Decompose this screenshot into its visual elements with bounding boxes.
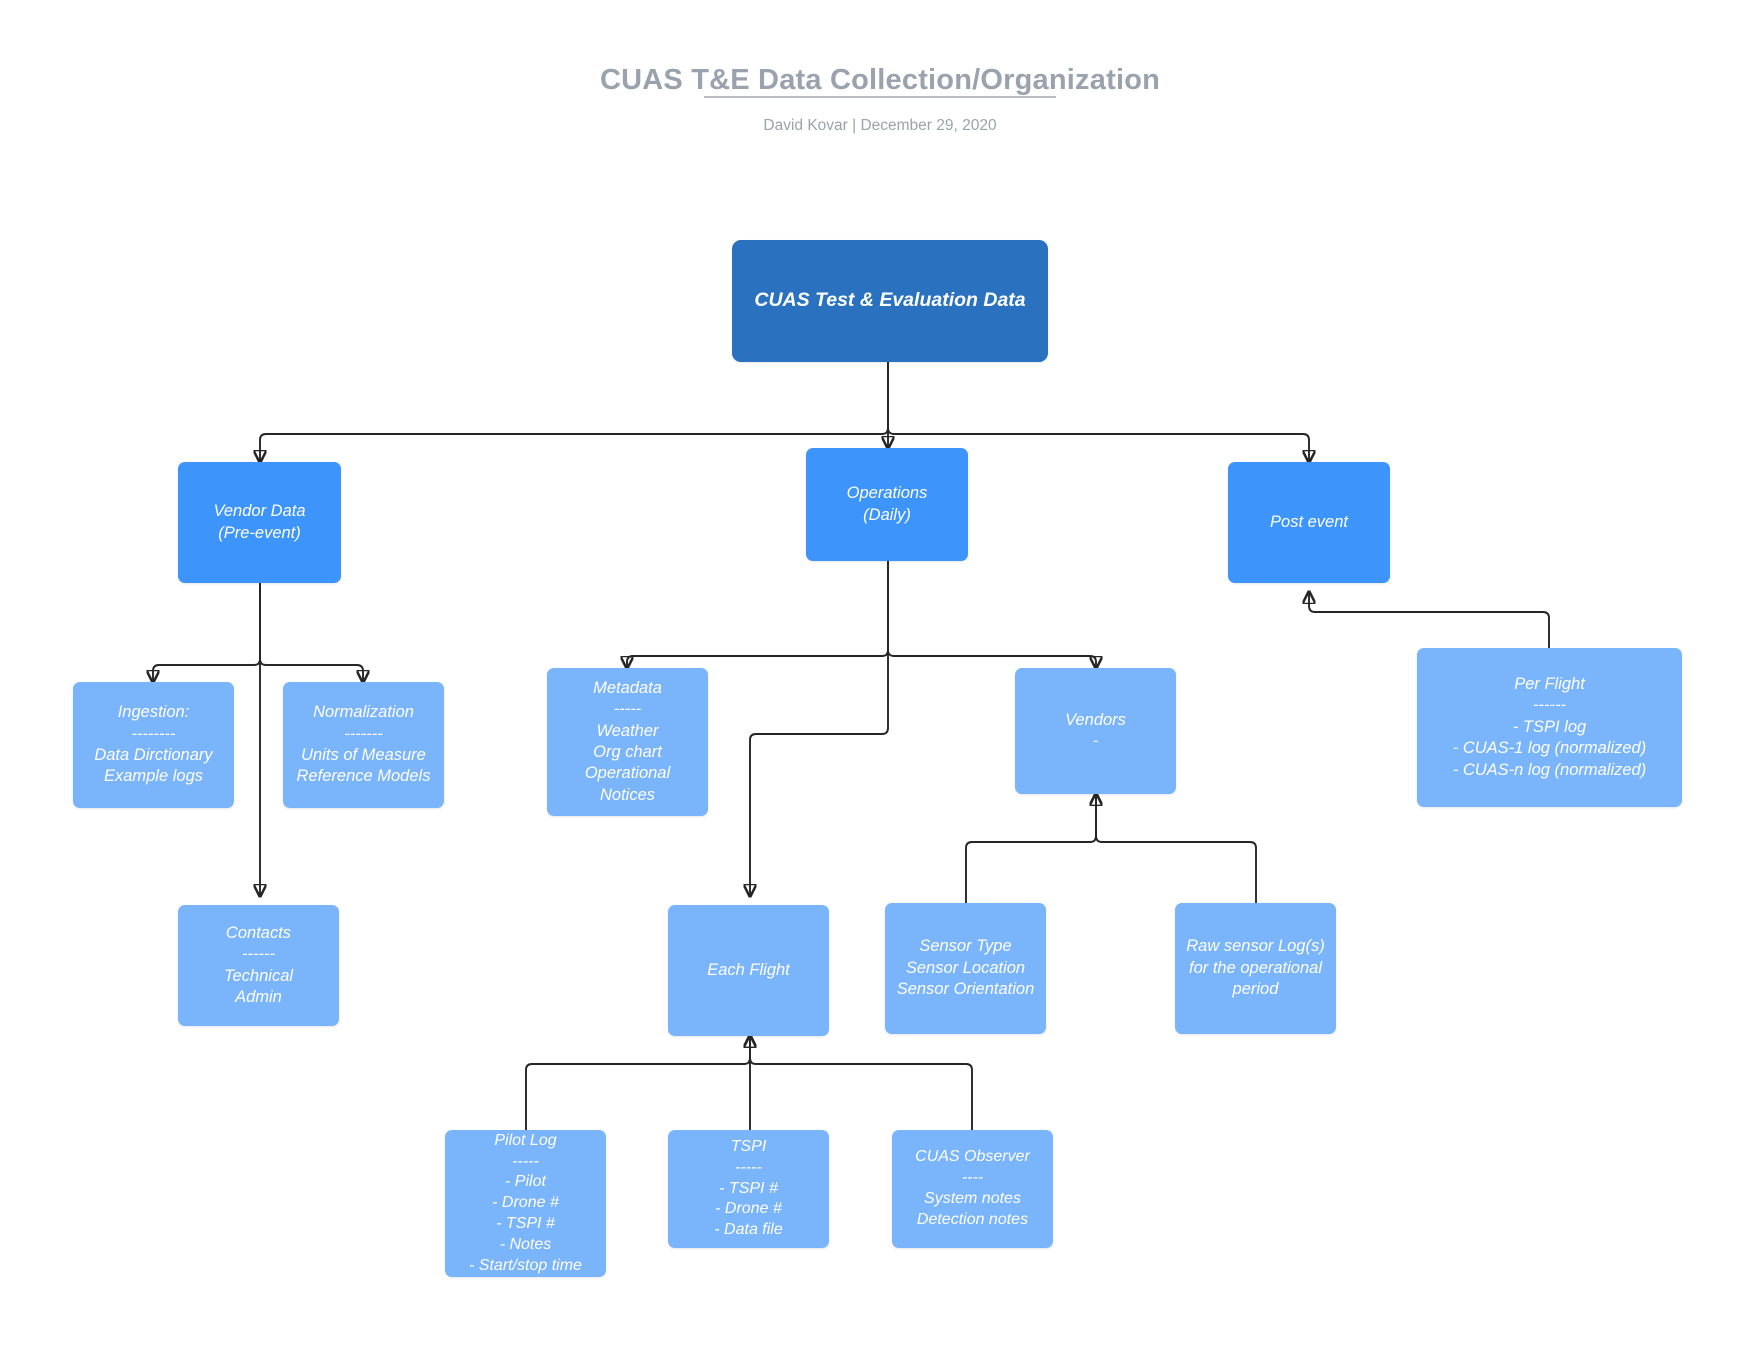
node-label: Each Flight bbox=[707, 960, 790, 979]
node-label: Per Flight ------ - TSPI log - CUAS-1 lo… bbox=[1452, 674, 1647, 779]
node-metadata[interactable]: Metadata ----- Weather Org chart Operati… bbox=[547, 668, 708, 816]
node-operations[interactable]: Operations (Daily) bbox=[806, 448, 968, 561]
edge-root-to-post-event bbox=[887, 362, 1309, 462]
edge-per-flight-to-post-event bbox=[1309, 592, 1550, 648]
node-normalization[interactable]: Normalization ------- Units of Measure R… bbox=[283, 682, 444, 808]
node-label: TSPI ----- - TSPI # - Drone # - Data fil… bbox=[714, 1138, 783, 1239]
node-label: Raw sensor Log(s) for the operational pe… bbox=[1186, 937, 1325, 999]
node-each-flight[interactable]: Each Flight bbox=[668, 905, 829, 1036]
edge-operations-to-each-flight bbox=[750, 561, 889, 896]
node-sensor-info[interactable]: Sensor Type Sensor Location Sensor Orien… bbox=[885, 903, 1046, 1034]
title-underline bbox=[704, 96, 1056, 99]
edge-vendor-data-to-ingestion bbox=[153, 583, 261, 682]
node-vendors[interactable]: Vendors - bbox=[1015, 668, 1176, 794]
node-cuas-test-evaluation-data[interactable]: CUAS Test & Evaluation Data bbox=[732, 240, 1048, 362]
edge-sensor-info-to-vendors bbox=[965, 794, 1096, 903]
node-raw-sensor-logs[interactable]: Raw sensor Log(s) for the operational pe… bbox=[1175, 903, 1336, 1034]
node-label: CUAS Observer ---- System notes Detectio… bbox=[915, 1148, 1030, 1228]
node-per-flight[interactable]: Per Flight ------ - TSPI log - CUAS-1 lo… bbox=[1417, 648, 1682, 807]
node-label: Pilot Log ----- - Pilot - Drone # - TSPI… bbox=[469, 1131, 582, 1274]
document-header: CUAS T&E Data Collection/Organization Da… bbox=[0, 62, 1760, 136]
node-label: Sensor Type Sensor Location Sensor Orien… bbox=[896, 937, 1035, 999]
node-label: Ingestion: -------- Data Dirctionary Exa… bbox=[94, 703, 213, 786]
node-post-event[interactable]: Post event bbox=[1228, 462, 1390, 583]
node-label: Post event bbox=[1270, 512, 1348, 531]
node-pilot-log[interactable]: Pilot Log ----- - Pilot - Drone # - TSPI… bbox=[445, 1130, 606, 1277]
edge-cuas-observer-to-each-flight bbox=[750, 1036, 973, 1130]
node-label: Vendors - bbox=[1065, 710, 1126, 750]
edge-operations-to-metadata bbox=[627, 561, 889, 668]
node-label: Vendor Data (Pre-event) bbox=[213, 502, 306, 542]
node-contacts[interactable]: Contacts ------ Technical Admin bbox=[178, 905, 339, 1026]
edge-operations-to-vendors bbox=[887, 561, 1096, 668]
node-cuas-observer[interactable]: CUAS Observer ---- System notes Detectio… bbox=[892, 1130, 1053, 1248]
page-title: CUAS T&E Data Collection/Organization bbox=[599, 64, 1161, 96]
edge-raw-sensor-logs-to-vendors bbox=[1096, 794, 1257, 903]
node-label: CUAS Test & Evaluation Data bbox=[754, 289, 1026, 312]
node-ingestion[interactable]: Ingestion: -------- Data Dirctionary Exa… bbox=[73, 682, 234, 808]
edge-vendor-data-to-normalization bbox=[259, 583, 363, 682]
node-label: Normalization ------- Units of Measure R… bbox=[296, 703, 431, 786]
edge-root-to-vendor-data bbox=[260, 362, 889, 462]
document-byline: David Kovar | December 29, 2020 bbox=[763, 117, 997, 135]
node-label: Contacts ------ Technical Admin bbox=[223, 923, 294, 1006]
node-tspi[interactable]: TSPI ----- - TSPI # - Drone # - Data fil… bbox=[668, 1130, 829, 1248]
edge-pilot-log-to-each-flight bbox=[525, 1036, 750, 1130]
node-label: Metadata ----- Weather Org chart Operati… bbox=[584, 678, 671, 804]
node-label: Operations (Daily) bbox=[846, 484, 928, 524]
node-vendor-data[interactable]: Vendor Data (Pre-event) bbox=[178, 462, 341, 583]
